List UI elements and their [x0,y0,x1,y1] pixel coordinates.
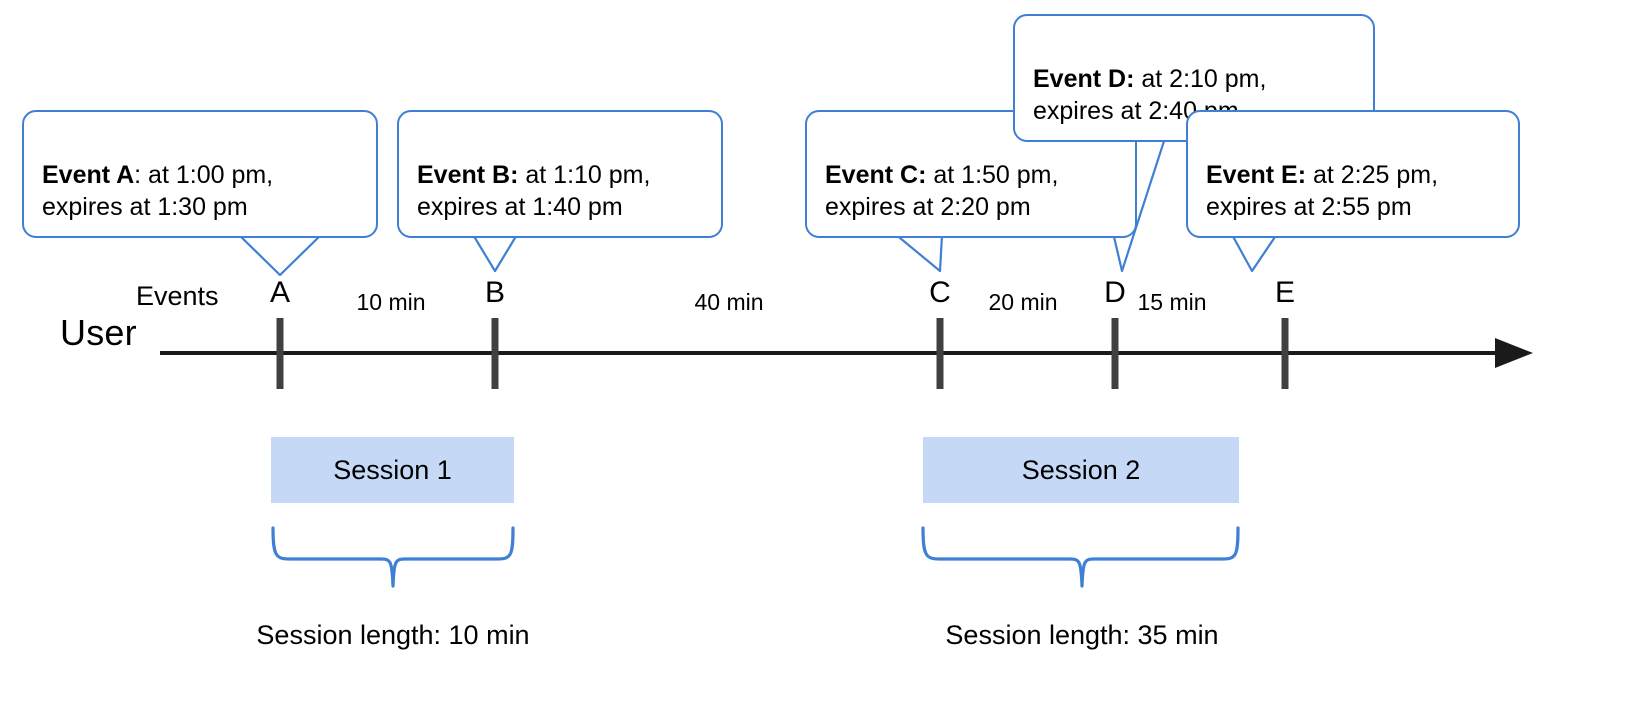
callout-event-e[interactable]: Event E: at 2:25 pm, expires at 2:55 pm [1186,110,1520,238]
callout-a-separator: : [134,160,142,189]
session-box-1[interactable]: Session 1 [271,437,514,503]
callout-d-separator: : [1126,64,1135,93]
callout-c-title: Event C [825,160,919,189]
tick-label-c: C [929,276,951,309]
callout-b-title: Event B [417,160,511,189]
timeline-arrow-head [1495,338,1533,368]
callout-e-line1: at 2:25 pm, [1306,160,1439,189]
callout-c-separator: : [918,160,927,189]
callout-c-line2: expires at 2:20 pm [825,193,1031,221]
callout-b-line1: at 1:10 pm, [518,160,651,189]
session-box-2[interactable]: Session 2 [923,437,1239,503]
gap-label-c-d: 20 min [988,289,1058,315]
callout-d-line1: at 2:10 pm, [1134,64,1267,93]
session-2-brace [921,526,1240,588]
tick-label-e: E [1274,276,1296,309]
tick-label-b: B [484,276,506,309]
gap-label-d-e: 15 min [1137,289,1207,315]
callout-a-line2: expires at 1:30 pm [42,193,248,221]
tick-label-d: D [1104,276,1126,309]
callout-d-title: Event D [1033,64,1127,93]
session-1-brace [271,526,515,588]
tick-label-a: A [269,276,291,309]
gap-label-b-c: 40 min [694,289,764,315]
session-2-length-label: Session length: 35 min [945,620,1219,650]
gap-label-a-b: 10 min [356,289,426,315]
session-1-length-label: Session length: 10 min [256,620,530,650]
events-row-label: Events [136,281,219,311]
callout-tail-a [234,230,326,277]
session-1-label: Session 1 [333,454,452,485]
callout-c-line1: at 1:50 pm, [926,160,1059,189]
axis-label-user: User [60,312,137,353]
callout-e-title: Event E [1206,160,1298,189]
callout-event-a[interactable]: Event A: at 1:00 pm, expires at 1:30 pm [22,110,378,238]
callout-a-title: Event A [42,160,135,189]
callout-a-line1: at 1:00 pm, [141,160,274,189]
callout-b-line2: expires at 1:40 pm [417,193,623,221]
session-2-label: Session 2 [1021,454,1141,485]
callout-e-line2: expires at 2:55 pm [1206,193,1412,221]
callout-e-separator: : [1297,160,1307,189]
callout-event-c[interactable]: Event C: at 1:50 pm, expires at 2:20 pm [805,110,1137,238]
callout-b-separator: : [510,160,519,189]
callout-event-b[interactable]: Event B: at 1:10 pm, expires at 1:40 pm [397,110,723,238]
